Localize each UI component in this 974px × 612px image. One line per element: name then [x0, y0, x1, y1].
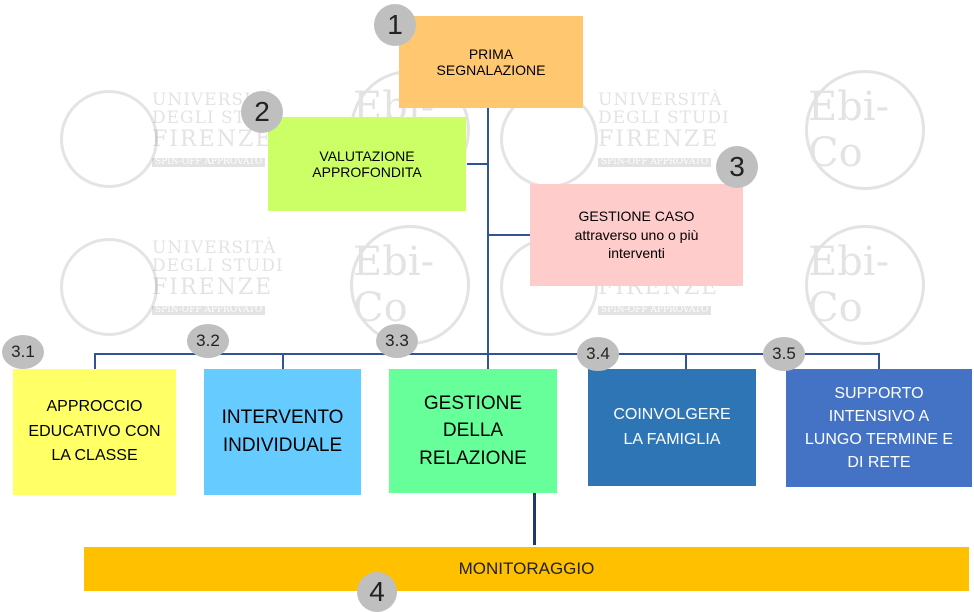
step-2-box: VALUTAZIONE APPROFONDITA — [268, 117, 466, 211]
intervention-3-5-box: SUPPORTO INTENSIVO A LUNGO TERMINE E DI … — [786, 369, 972, 487]
step-2-badge: 2 — [241, 91, 283, 133]
step-4-badge: 4 — [357, 572, 397, 612]
intervention-3-3-label: GESTIONE DELLA RELAZIONE — [419, 392, 527, 469]
connector-to-monitoring — [533, 491, 536, 545]
intervention-3-1-label: APPROCCIO EDUCATIVO CON LA CLASSE — [28, 397, 161, 465]
intervention-3-2-badge: 3.2 — [187, 324, 229, 358]
intervention-3-4-box: COINVOLGERE LA FAMIGLIA — [588, 369, 756, 486]
intervention-3-4-label: COINVOLGERE LA FAMIGLIA — [613, 405, 731, 448]
step-1-badge: 1 — [374, 4, 416, 46]
connector-drop-3-2 — [282, 353, 284, 369]
watermark-logo: Ebi-Co — [805, 225, 925, 345]
step-2-label: VALUTAZIONE APPROFONDITA — [312, 148, 422, 180]
connector-drop-3-4 — [685, 353, 687, 369]
watermark-seal — [60, 90, 158, 188]
step-1-label: PRIMA SEGNALAZIONE — [436, 46, 546, 78]
watermark-logo: Ebi-Co — [350, 225, 470, 345]
intervention-3-5-label: SUPPORTO INTENSIVO A LUNGO TERMINE E DI … — [804, 384, 954, 472]
intervention-3-2-box: INTERVENTO INDIVIDUALE — [204, 369, 361, 495]
intervention-3-5-badge: 3.5 — [763, 337, 805, 371]
intervention-3-3-badge: 3.3 — [376, 324, 418, 358]
intervention-3-1-box: APPROCCIO EDUCATIVO CON LA CLASSE — [13, 369, 176, 495]
step-1-box: PRIMA SEGNALAZIONE — [399, 16, 583, 108]
step-3-badge: 3 — [716, 146, 758, 188]
step-4-bar: MONITORAGGIO — [84, 547, 969, 591]
connector-drop-3-5 — [878, 353, 880, 369]
connector-trunk — [487, 108, 489, 354]
connector-drop-3-1 — [94, 353, 96, 369]
connector-drop-3-3 — [487, 353, 489, 369]
intervention-3-4-badge: 3.4 — [577, 337, 619, 371]
intervention-3-2-label: INTERVENTO INDIVIDUALE — [221, 407, 344, 456]
connector-to-step2 — [467, 163, 488, 165]
connector-to-step3 — [488, 234, 530, 236]
step-3-box: GESTIONE CASO attraverso uno o più inter… — [530, 184, 743, 286]
intervention-3-3-box: GESTIONE DELLA RELAZIONE — [389, 369, 557, 493]
watermark-logo: Ebi-Co — [805, 70, 925, 190]
step-4-label: MONITORAGGIO — [458, 559, 595, 578]
watermark-seal — [60, 238, 158, 336]
intervention-3-1-badge: 3.1 — [2, 335, 44, 369]
step-3-label: GESTIONE CASO attraverso uno o più inter… — [574, 207, 699, 262]
